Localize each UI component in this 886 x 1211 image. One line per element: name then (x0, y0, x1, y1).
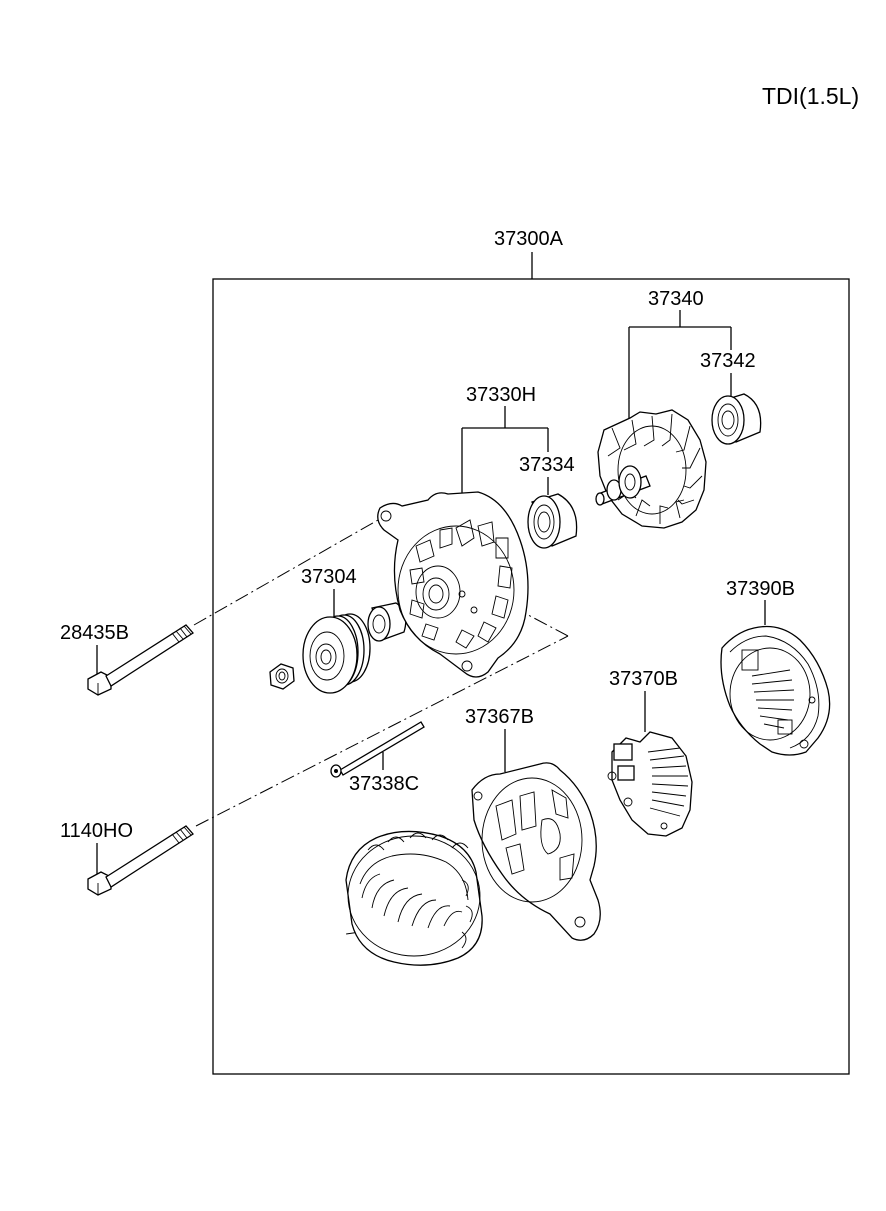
leader-lines (96, 310, 766, 874)
regulator-part (607, 731, 693, 837)
spacer-part (367, 602, 407, 642)
stator-part (345, 830, 483, 966)
label-regulator: 37370B (609, 668, 678, 690)
front-bracket-part (377, 491, 529, 678)
nut-part (269, 663, 295, 690)
label-through-bolt: 37338C (349, 773, 419, 795)
rear-bracket-part (471, 762, 601, 941)
label-front-bracket: 37330H (466, 384, 536, 406)
label-rotor: 37340 (648, 288, 704, 310)
label-rear-bracket: 37367B (465, 706, 534, 728)
label-rear-cover: 37390B (726, 578, 795, 600)
rear-cover-part (720, 625, 831, 756)
rear-bearing-part (711, 393, 762, 445)
label-assembly: 37300A (494, 228, 564, 250)
through-bolt-part (330, 721, 425, 778)
front-bearing-part (527, 493, 578, 549)
lower-bolt-part (87, 825, 194, 896)
label-rear-bearing: 37342 (700, 350, 756, 372)
label-pulley: 37304 (301, 566, 357, 588)
long-bolt-part (87, 624, 194, 696)
assembly-frame (212, 278, 850, 1075)
pulley-part (302, 613, 371, 694)
rotor-part (595, 409, 707, 529)
label-front-bearing: 37334 (519, 454, 575, 476)
diagram-title: TDI(1.5L) (762, 83, 859, 109)
label-long-bolt: 28435B (60, 622, 129, 644)
label-lower-bolt: 1140HO (60, 820, 133, 842)
